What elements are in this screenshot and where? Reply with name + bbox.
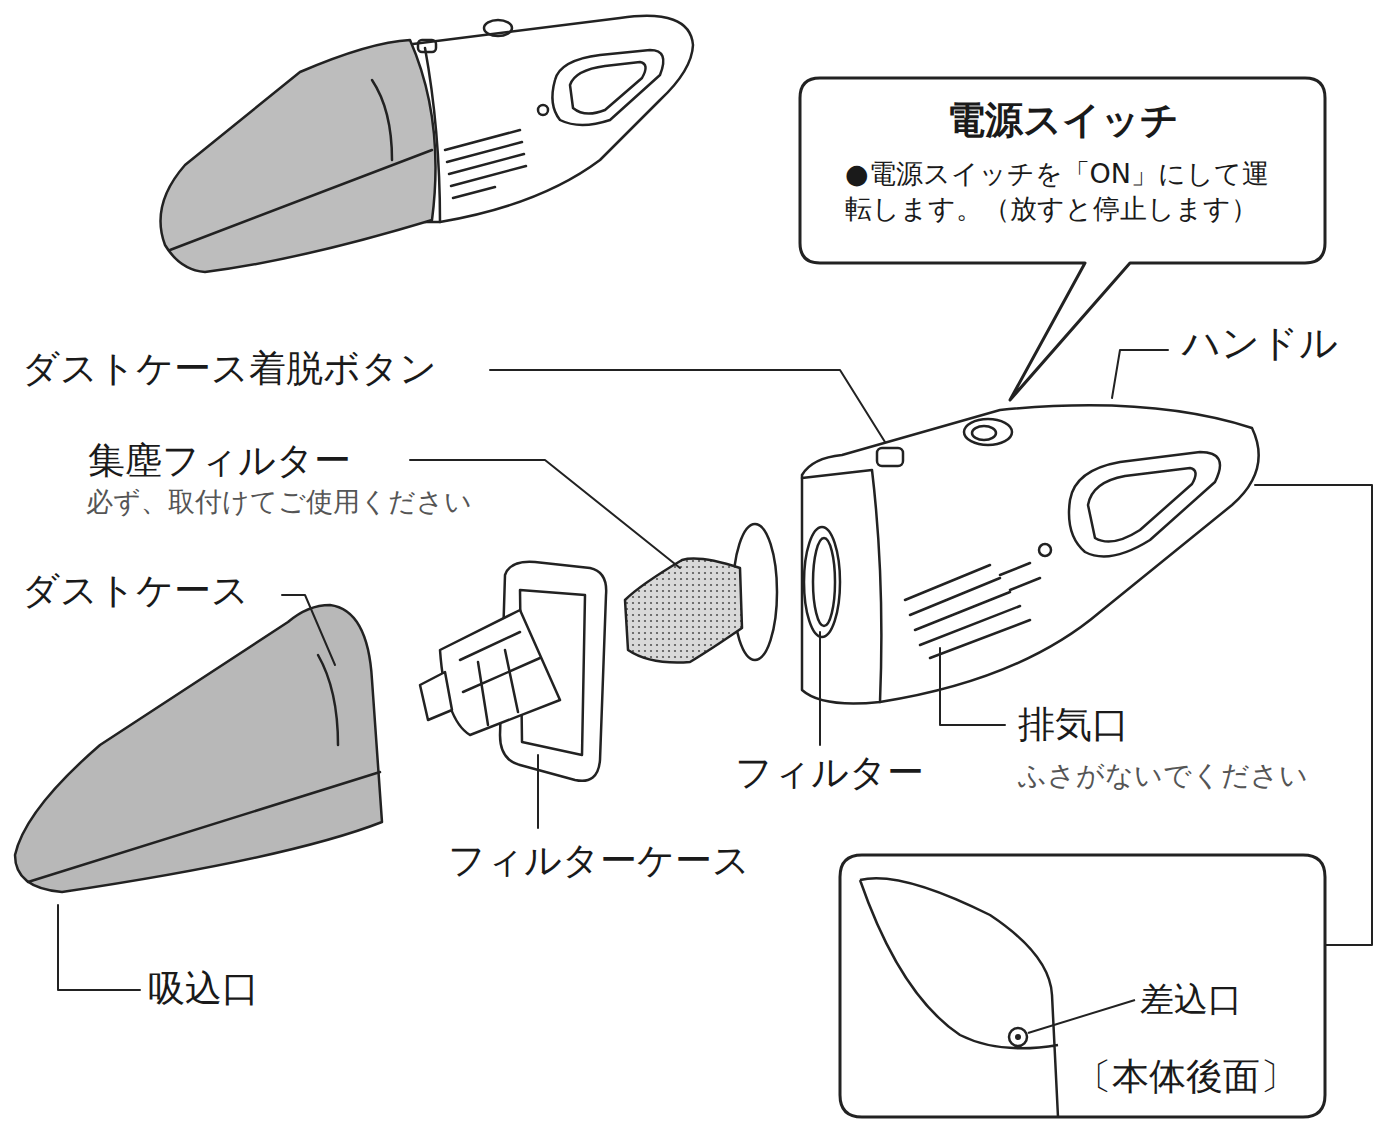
switch bbox=[964, 419, 1012, 445]
front-face bbox=[425, 48, 440, 222]
main-body bbox=[802, 405, 1259, 703]
filter-case-nozzle bbox=[420, 672, 452, 720]
inset-box: 差込口〔本体後面〕 bbox=[840, 855, 1325, 1117]
leader-line bbox=[819, 632, 821, 745]
leader-line bbox=[282, 595, 335, 665]
switch bbox=[484, 20, 512, 36]
part-label: フィルターケース bbox=[448, 840, 750, 883]
leader-line bbox=[940, 648, 1005, 725]
filter-case-grid bbox=[460, 632, 540, 725]
leader-line bbox=[1112, 350, 1168, 398]
callout-title: 電源スイッチ bbox=[800, 96, 1325, 145]
filter-case-body bbox=[440, 610, 560, 735]
note-text: ふさがないでください bbox=[1018, 760, 1308, 792]
handle-hole bbox=[1069, 452, 1220, 556]
intake-opening-inner bbox=[813, 538, 835, 626]
plug-socket-pin bbox=[1015, 1034, 1021, 1040]
release-button bbox=[418, 40, 436, 52]
callout-body: ●電源スイッチを「ON」にして運転します。（放すと停止します） bbox=[845, 156, 1295, 226]
switch-knob bbox=[972, 426, 996, 440]
front-face bbox=[802, 470, 881, 702]
leader-line bbox=[537, 755, 539, 828]
indicator bbox=[1039, 544, 1051, 556]
callout-bubble: 電源スイッチ ●電源スイッチを「ON」にして運転します。（放すと停止します） bbox=[800, 78, 1325, 263]
collection-filter bbox=[625, 559, 742, 663]
leader-line bbox=[490, 370, 885, 442]
release-button bbox=[877, 448, 903, 466]
part-label: フィルター bbox=[735, 752, 924, 795]
leader-line bbox=[58, 905, 140, 990]
indicator bbox=[538, 105, 548, 115]
dust-case-seam bbox=[28, 772, 380, 882]
part-label: 差込口 bbox=[1140, 977, 1320, 1021]
body-rear bbox=[860, 878, 1058, 1117]
dust-case-ridge bbox=[318, 655, 338, 745]
vents bbox=[905, 563, 1040, 658]
handle-hole-inner bbox=[1088, 468, 1196, 542]
view-caption: 〔本体後面〕 bbox=[1075, 1053, 1315, 1101]
dust-case-assembled bbox=[161, 40, 436, 272]
handle-hole bbox=[552, 50, 663, 125]
handle-hole-inner bbox=[570, 62, 646, 114]
vents bbox=[445, 130, 526, 198]
part-label: 排気口 bbox=[1018, 704, 1129, 747]
part-label: 集塵フィルター bbox=[88, 440, 351, 483]
dust-case-seam bbox=[170, 150, 432, 250]
part-label: ハンドル bbox=[1182, 322, 1338, 366]
node-outline-path bbox=[800, 78, 1325, 400]
node-outline-path bbox=[840, 855, 1325, 1117]
part-label: 吸込口 bbox=[148, 968, 259, 1011]
note-text: 必ず、取付けてご使用ください bbox=[86, 486, 472, 517]
part-label: ダストケース bbox=[22, 570, 249, 613]
intake-opening bbox=[804, 527, 840, 637]
leader-line bbox=[1028, 1000, 1135, 1033]
plug-socket bbox=[1009, 1028, 1027, 1046]
body-outline bbox=[405, 16, 693, 222]
part-label: ダストケース着脱ボタン bbox=[22, 348, 437, 391]
dust-case-ridge bbox=[372, 80, 392, 160]
